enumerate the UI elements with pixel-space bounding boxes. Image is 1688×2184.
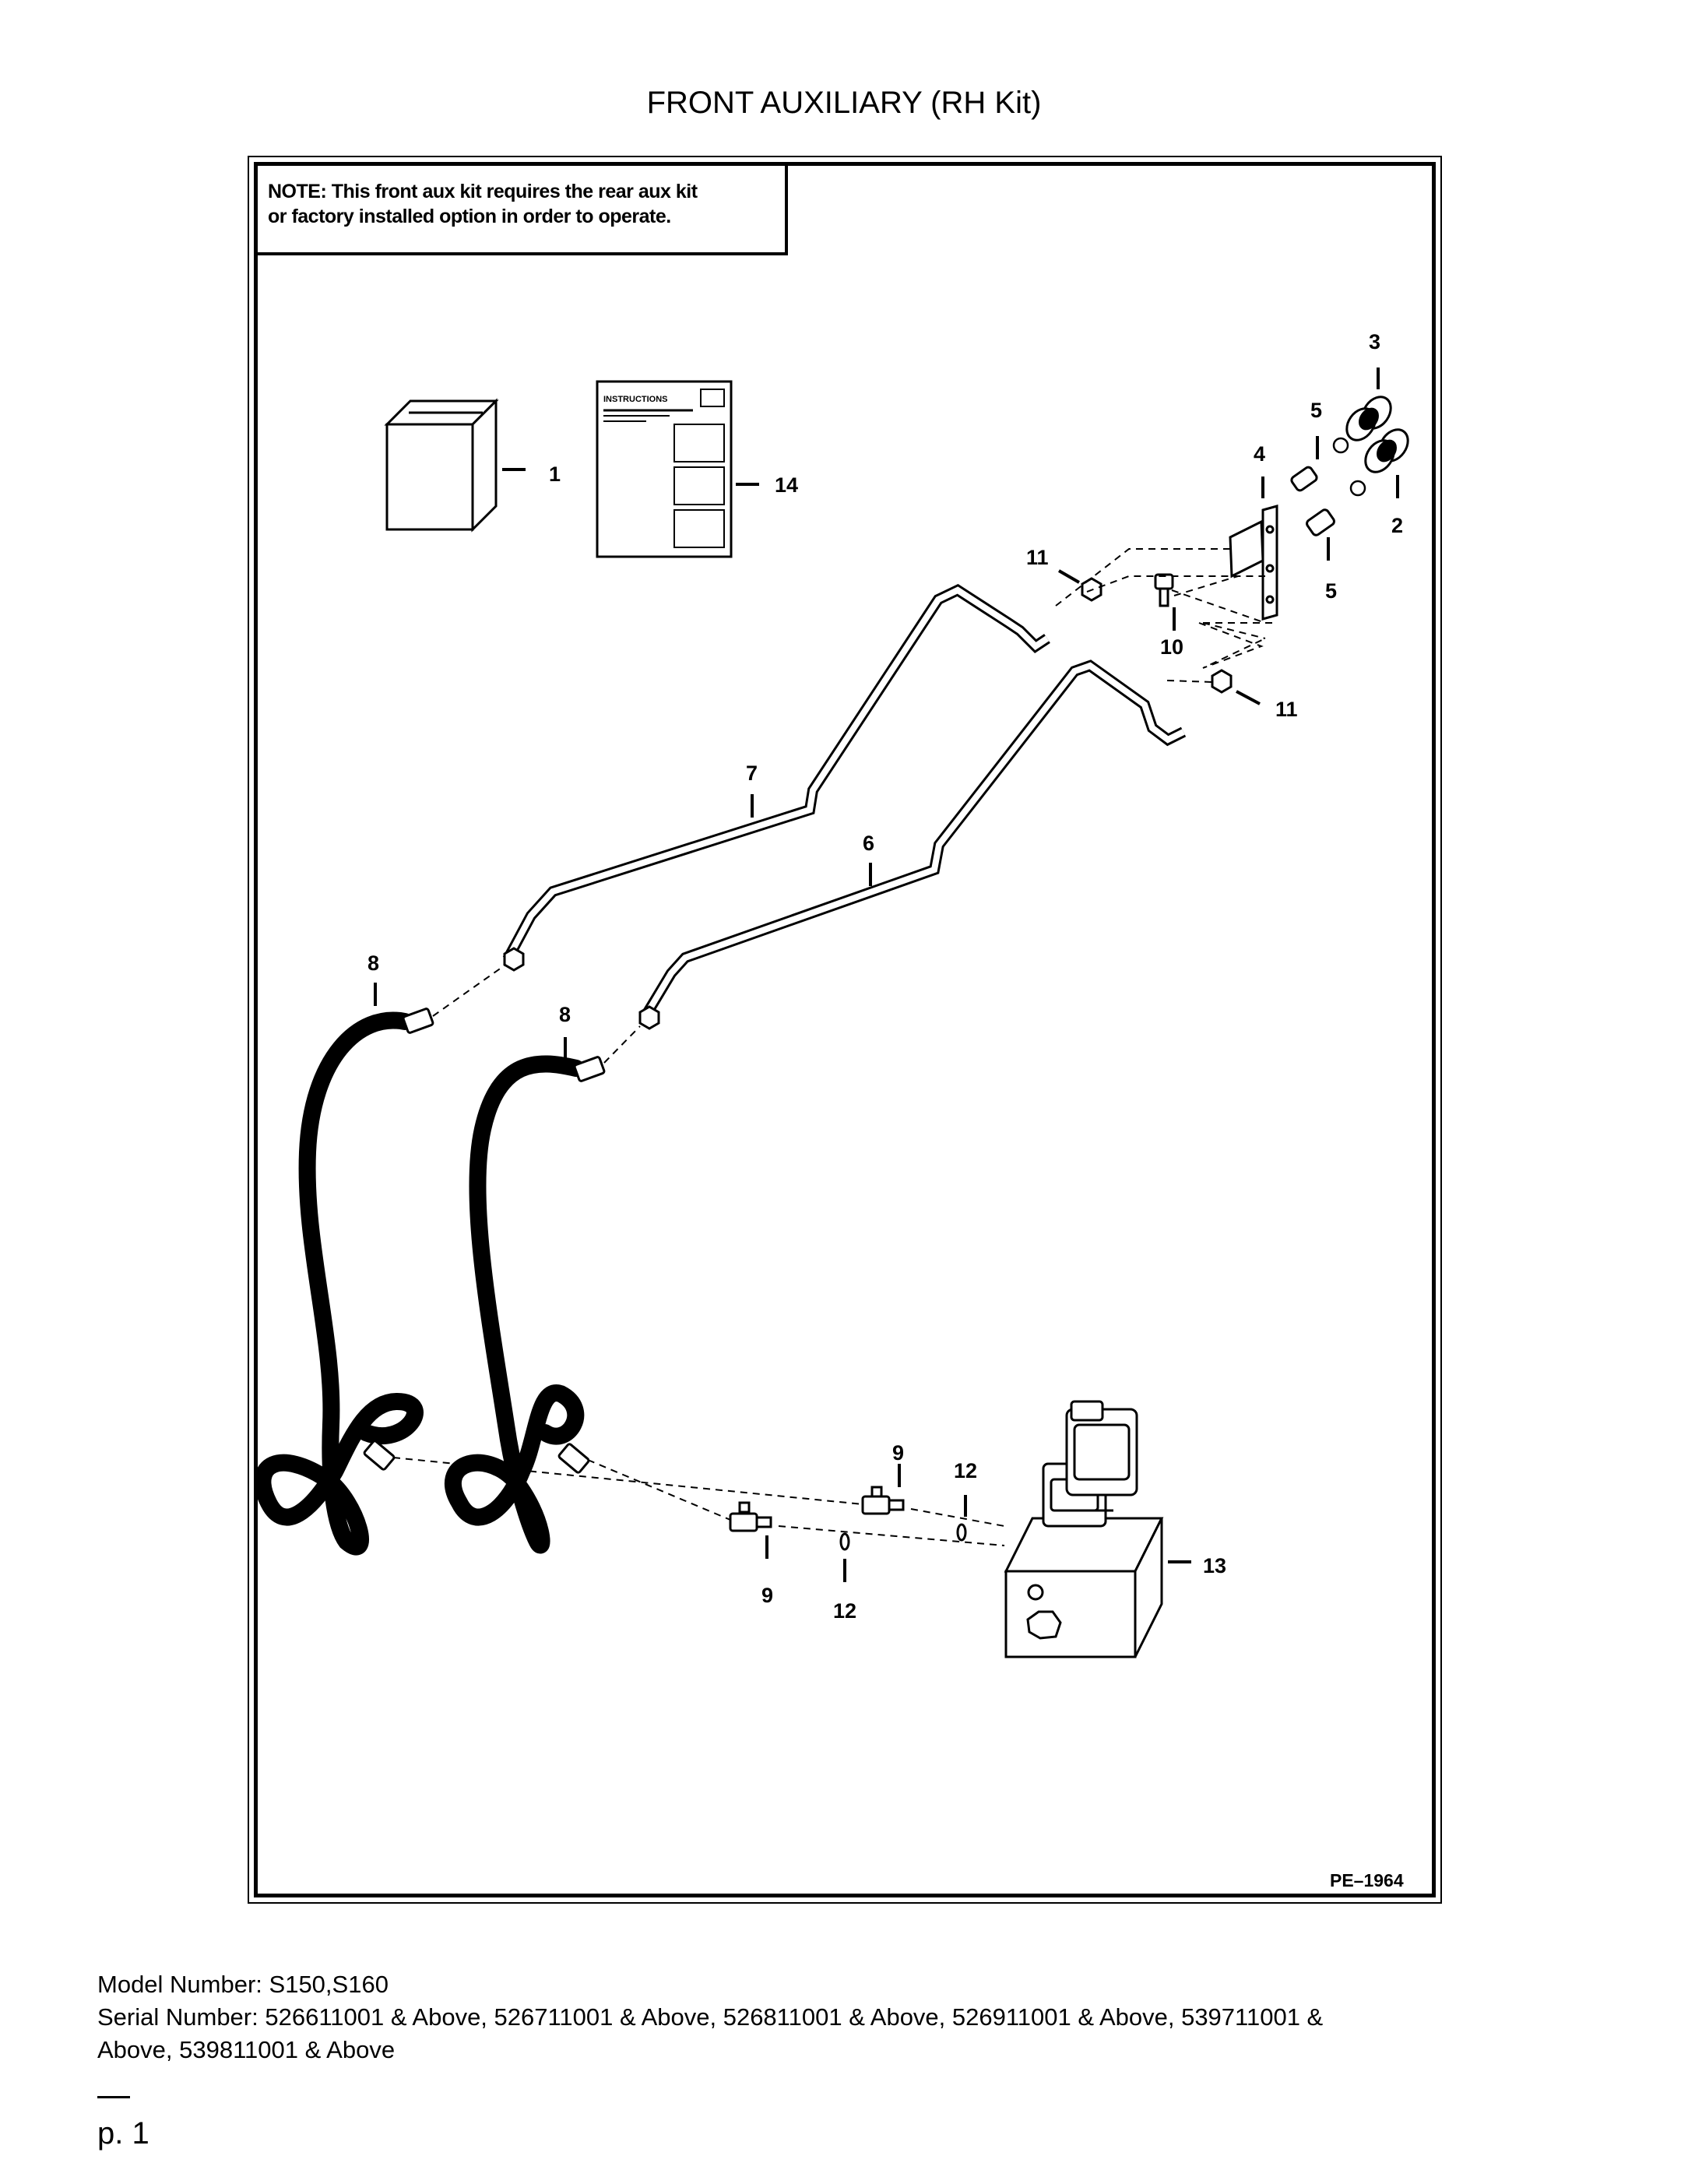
callout-8-left: 8: [367, 951, 379, 975]
callout-9-left: 9: [761, 1584, 773, 1607]
part-oring-12-left: [839, 1532, 850, 1551]
callout-10: 10: [1160, 635, 1183, 659]
note-line-1: NOTE: This front aux kit requires the re…: [268, 179, 785, 204]
part-box: [384, 398, 499, 533]
note-lead: NOTE:: [268, 181, 327, 202]
part-hose-8-left: [254, 1011, 424, 1556]
part-tube-6: [642, 659, 1187, 1015]
callout-3: 3: [1369, 330, 1380, 353]
part-bracket: [1229, 505, 1278, 621]
note-text-1: This front aux kit requires the rear aux…: [331, 181, 698, 202]
page-number-rule: [97, 2096, 130, 2098]
callout-12-left: 12: [833, 1599, 856, 1623]
dashed-connectors-top: [1055, 548, 1273, 683]
part-tube-7-nut: [503, 947, 525, 972]
part-coupler-3: [1345, 396, 1392, 441]
part-coupler-2: [1364, 428, 1409, 473]
part-oring-top: [1332, 437, 1349, 454]
part-valve-block: [1004, 1400, 1164, 1658]
part-nut-11-bottom: [1211, 669, 1233, 694]
callout-7: 7: [746, 761, 758, 785]
callout-6: 6: [863, 832, 874, 855]
callout-5-bottom: 5: [1325, 579, 1337, 603]
page-title: FRONT AUXILIARY (RH Kit): [646, 86, 1042, 120]
callout-12-right: 12: [954, 1459, 977, 1482]
callout-2: 2: [1391, 514, 1403, 537]
callout-9-right: 9: [892, 1441, 904, 1465]
part-adapter-5-top: [1290, 466, 1318, 492]
callout-11-bottom: 11: [1275, 698, 1298, 721]
part-fitting-9-left: [729, 1501, 772, 1532]
instructions-label: INSTRUCTIONS: [603, 395, 668, 404]
part-oring-bottom: [1349, 480, 1366, 497]
part-tube-6-nut: [638, 1005, 660, 1030]
part-oring-12-right: [956, 1523, 967, 1542]
leader-11-bottom: [1236, 690, 1261, 705]
part-hose-8-right-fitting: [557, 1056, 606, 1474]
callout-11-top: 11: [1026, 546, 1049, 569]
part-fitting-9-right: [861, 1486, 905, 1515]
footer: Model Number: S150,S160 Serial Number: 5…: [97, 1968, 1600, 2066]
diagram-code: PE–1964: [1330, 1870, 1404, 1890]
page-number: p. 1: [97, 2116, 149, 2151]
diagram-frame-outer: [248, 156, 1442, 1904]
callout-14: 14: [775, 473, 798, 497]
callout-1: 1: [549, 462, 561, 486]
callout-13: 13: [1203, 1554, 1226, 1577]
note-text-2: or factory installed option in order to …: [268, 206, 671, 227]
part-hose-8-left-fitting: [363, 1008, 434, 1471]
part-tube-7: [502, 583, 1050, 962]
serial-number-line-2: Above, 539811001 & Above: [97, 2036, 396, 2063]
serial-number-line-1: Serial Number: 526611001 & Above, 526711…: [97, 2003, 1324, 2031]
callout-5-top: 5: [1310, 399, 1322, 422]
callout-4: 4: [1254, 442, 1265, 466]
part-adapter-5-bottom: [1306, 508, 1335, 536]
callout-8-right: 8: [559, 1003, 571, 1026]
leader-11-top: [1058, 569, 1080, 584]
dashed-connectors-hose: [392, 965, 1005, 1546]
part-instructions: [596, 380, 733, 558]
part-bolt: [1154, 573, 1174, 607]
diagram-frame: [254, 162, 1436, 1897]
note-box: NOTE: This front aux kit requires the re…: [254, 162, 788, 255]
model-number: Model Number: S150,S160: [97, 1971, 389, 1998]
part-hose-8-right: [445, 1055, 585, 1554]
